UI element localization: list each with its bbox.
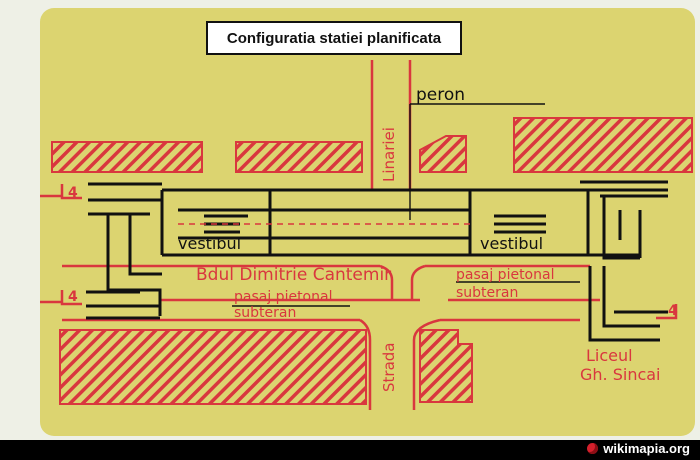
pasaj-right-label: pasaj pietonal <box>456 267 555 283</box>
section-mark-left-bottom: 4 <box>68 289 78 305</box>
footer-bar: wikimapia.org <box>0 440 700 460</box>
building-blocks <box>51 117 693 405</box>
pasaj-right-sublabel: subteran <box>456 285 519 301</box>
building-block <box>419 329 473 403</box>
pasaj-left-label: pasaj pietonal <box>234 289 333 305</box>
station-structure <box>86 180 668 342</box>
building-block <box>59 329 367 405</box>
building-block <box>51 141 203 173</box>
peron-label: peron <box>416 85 466 105</box>
pasaj-left-sublabel: subteran <box>234 305 297 321</box>
leader-lines <box>232 103 580 307</box>
brand-text: wikimapia.org <box>603 441 690 456</box>
building-block <box>419 135 467 173</box>
building-block <box>513 117 693 173</box>
street-label-linariei: Linariei <box>380 127 398 182</box>
school-sublabel: Gh. Sincai <box>580 365 661 384</box>
wikimapia-logo-icon <box>587 443 599 454</box>
building-block <box>235 141 363 173</box>
station-plan-drawing <box>40 8 695 436</box>
vestibul-left-label: vestibul <box>178 234 242 253</box>
street-label-strada: Strada <box>380 342 398 392</box>
section-mark-right: 4 <box>668 303 678 319</box>
boulevard-label: Bdul Dimitrie Cantemir <box>196 265 392 285</box>
section-mark-left-top: 4 <box>68 185 78 201</box>
school-label: Liceul <box>586 346 633 365</box>
map-title: Configuratia statiei planificata <box>206 21 462 55</box>
vestibul-right-label: vestibul <box>480 234 544 253</box>
wikimapia-brand-link[interactable]: wikimapia.org <box>587 441 690 456</box>
section-markers <box>60 184 678 320</box>
